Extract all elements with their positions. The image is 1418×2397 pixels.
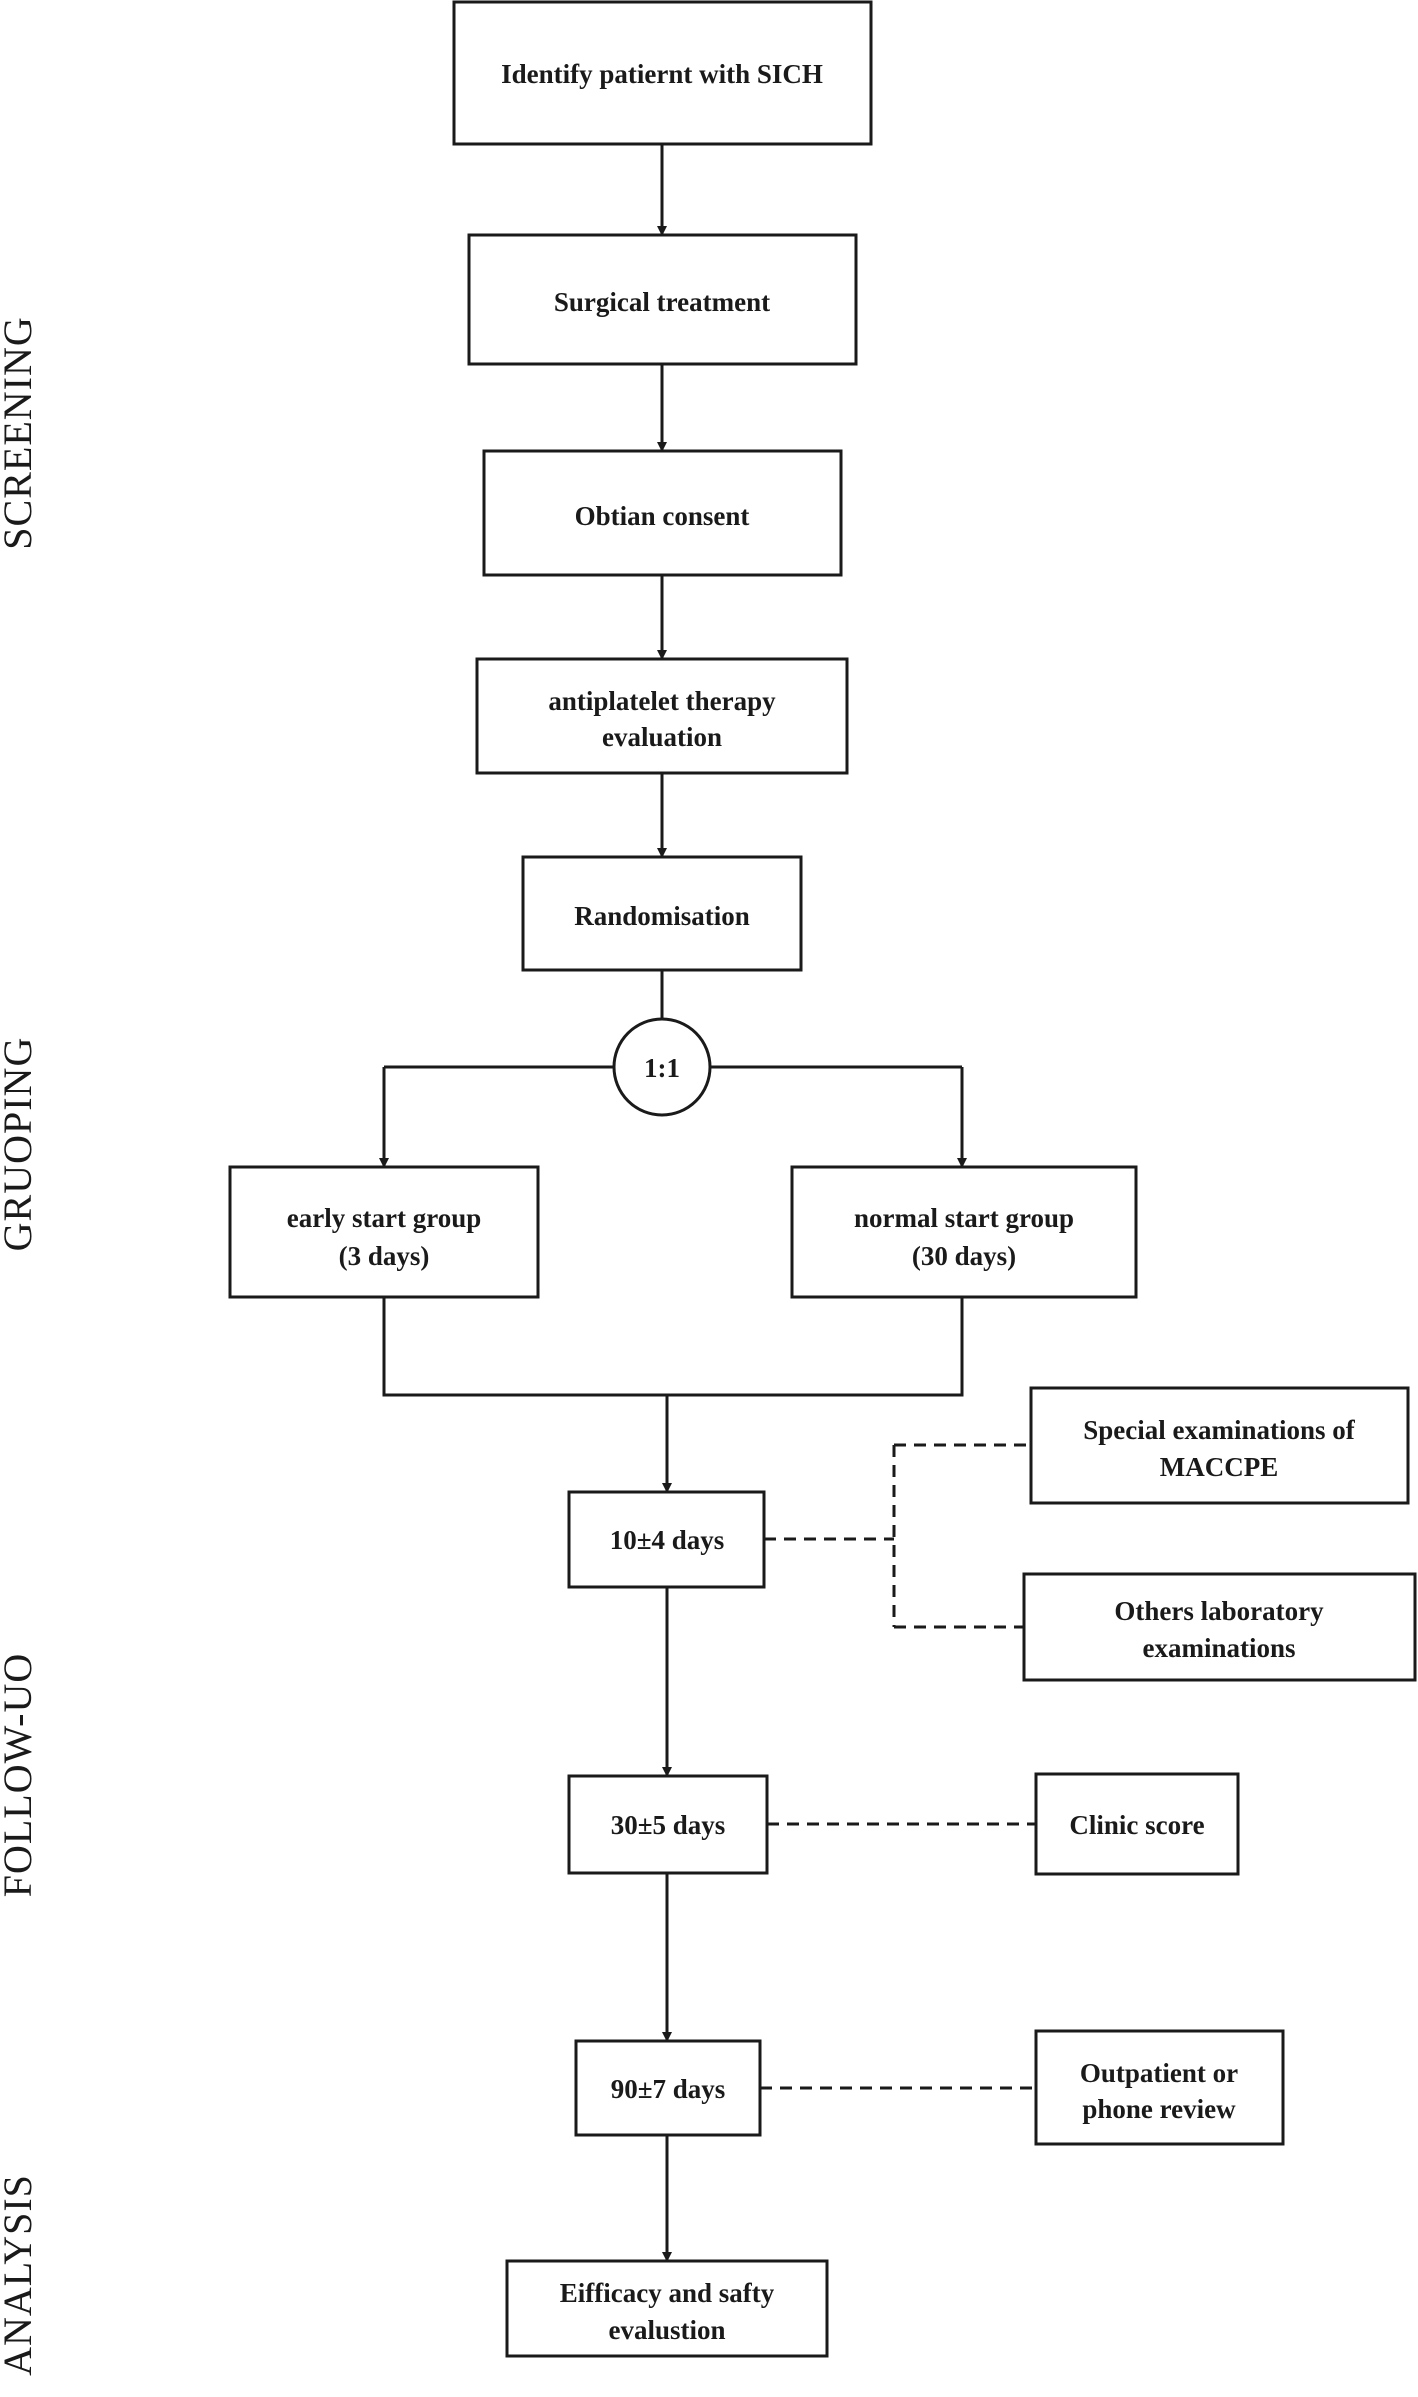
node-efficacy-label-line2: evalustion (608, 2315, 725, 2345)
node-others-label-line2: examinations (1142, 1633, 1295, 1663)
node-randomisation: Randomisation (521, 855, 803, 972)
node-day30: 30±5 days (567, 1774, 769, 1875)
node-ratio-label: 1:1 (644, 1053, 680, 1083)
node-early-label-line1: early start group (287, 1203, 481, 1233)
node-day90-label: 90±7 days (611, 2074, 726, 2104)
node-antiplatelet-label-line1: antiplatelet therapy (548, 686, 776, 716)
node-normal-label-line1: normal start group (854, 1203, 1074, 1233)
node-ratio-circle: 1:1 (612, 1017, 712, 1117)
node-outpatient-label-line2: phone review (1082, 2094, 1236, 2124)
node-others-label-line1: Others laboratory (1114, 1596, 1324, 1626)
node-day90: 90±7 days (574, 2039, 762, 2137)
node-day10-label: 10±4 days (610, 1525, 725, 1555)
node-obtain-consent-label: Obtian consent (575, 501, 750, 531)
node-early-start-group: early start group (3 days) (228, 1165, 540, 1299)
node-special-label-line1: Special examinations of (1083, 1415, 1356, 1445)
node-antiplatelet-label-line2: evaluation (602, 722, 722, 752)
node-clinic-score: Clinic score (1034, 1772, 1240, 1876)
node-randomisation-label: Randomisation (574, 901, 750, 931)
merge-line-groups (382, 1297, 964, 1397)
phase-label-analysis: ANALYSIS (0, 2174, 40, 2376)
node-antiplatelet-evaluation: antiplatelet therapy evaluation (475, 657, 849, 775)
phase-label-follow-up: FOLLOW-UO (0, 1653, 40, 1898)
node-obtain-consent: Obtian consent (482, 449, 843, 577)
node-outpatient-label-line1: Outpatient or (1080, 2058, 1238, 2088)
node-special-label-line2: MACCPE (1160, 1452, 1278, 1482)
node-day10: 10±4 days (567, 1490, 766, 1589)
node-normal-start-group: normal start group (30 days) (790, 1165, 1138, 1299)
node-outpatient-review: Outpatient or phone review (1034, 2029, 1285, 2146)
node-surgical-treatment: Surgical treatment (467, 233, 858, 366)
node-efficacy-label-line1: Eifficacy and safty (560, 2278, 775, 2308)
node-early-label-line2: (3 days) (339, 1241, 430, 1271)
node-identify-patient: Identify patiernt with SICH (452, 0, 873, 146)
phase-label-grouping: GRUOPING (0, 1037, 40, 1252)
node-special-examinations: Special examinations of MACCPE (1029, 1386, 1410, 1505)
phase-label-screening: SCREENING (0, 316, 40, 549)
node-day30-label: 30±5 days (611, 1810, 726, 1840)
node-surgical-treatment-label: Surgical treatment (554, 287, 770, 317)
node-normal-label-line2: (30 days) (912, 1241, 1016, 1271)
node-identify-patient-label: Identify patiernt with SICH (501, 59, 823, 89)
node-efficacy-safety-evaluation: Eifficacy and safty evalustion (505, 2259, 829, 2358)
node-others-laboratory: Others laboratory examinations (1022, 1572, 1417, 1682)
node-clinic-label: Clinic score (1069, 1810, 1204, 1840)
